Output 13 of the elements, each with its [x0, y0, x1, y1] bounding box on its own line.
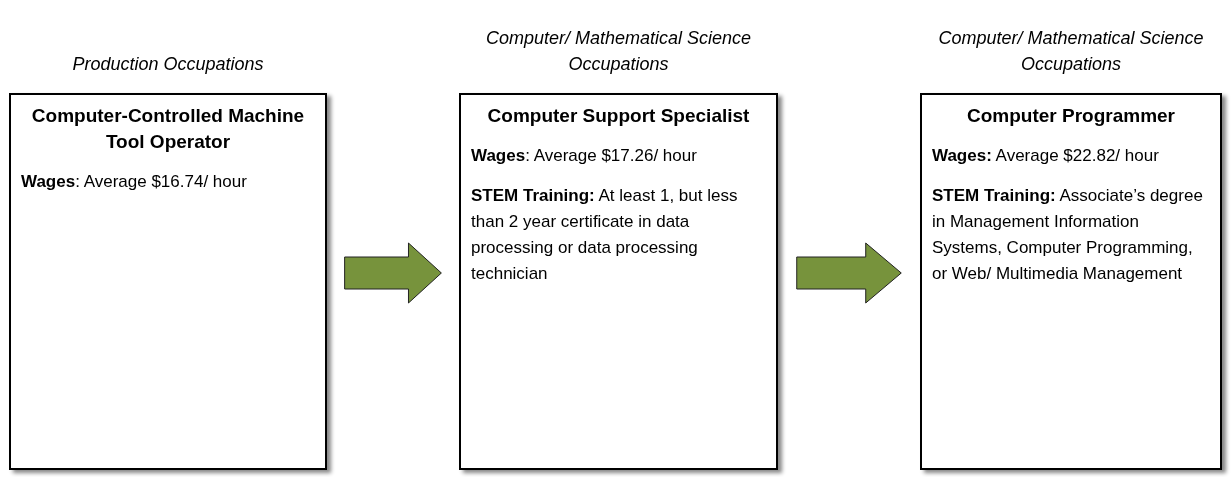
job-title: Computer-Controlled Machine Tool Operator	[30, 104, 306, 154]
category-heading: Computer/ Mathematical Science Occupations	[484, 27, 753, 76]
training-text: STEM Training: Associate’s degree in Management Information Systems, Computer Programming, or Web/ Multimedia Management	[932, 185, 1204, 285]
category-heading: Computer/ Mathematical Science Occupations	[937, 27, 1205, 76]
job-title: Computer Programmer	[966, 104, 1176, 128]
block-arrow	[344, 242, 442, 304]
wages-text: Wages: Average $16.74/ hour	[21, 171, 248, 193]
training-text: STEM Training: At least 1, but less than 2 year certificate in data processing or data processing technician	[471, 185, 739, 285]
block-arrow	[796, 242, 902, 304]
wages-text: Wages: Average $17.26/ hour	[471, 145, 698, 167]
category-heading: Production Occupations	[71, 53, 265, 76]
wages-text: Wages: Average $22.82/ hour	[932, 145, 1160, 167]
job-title: Computer Support Specialist	[486, 104, 751, 128]
